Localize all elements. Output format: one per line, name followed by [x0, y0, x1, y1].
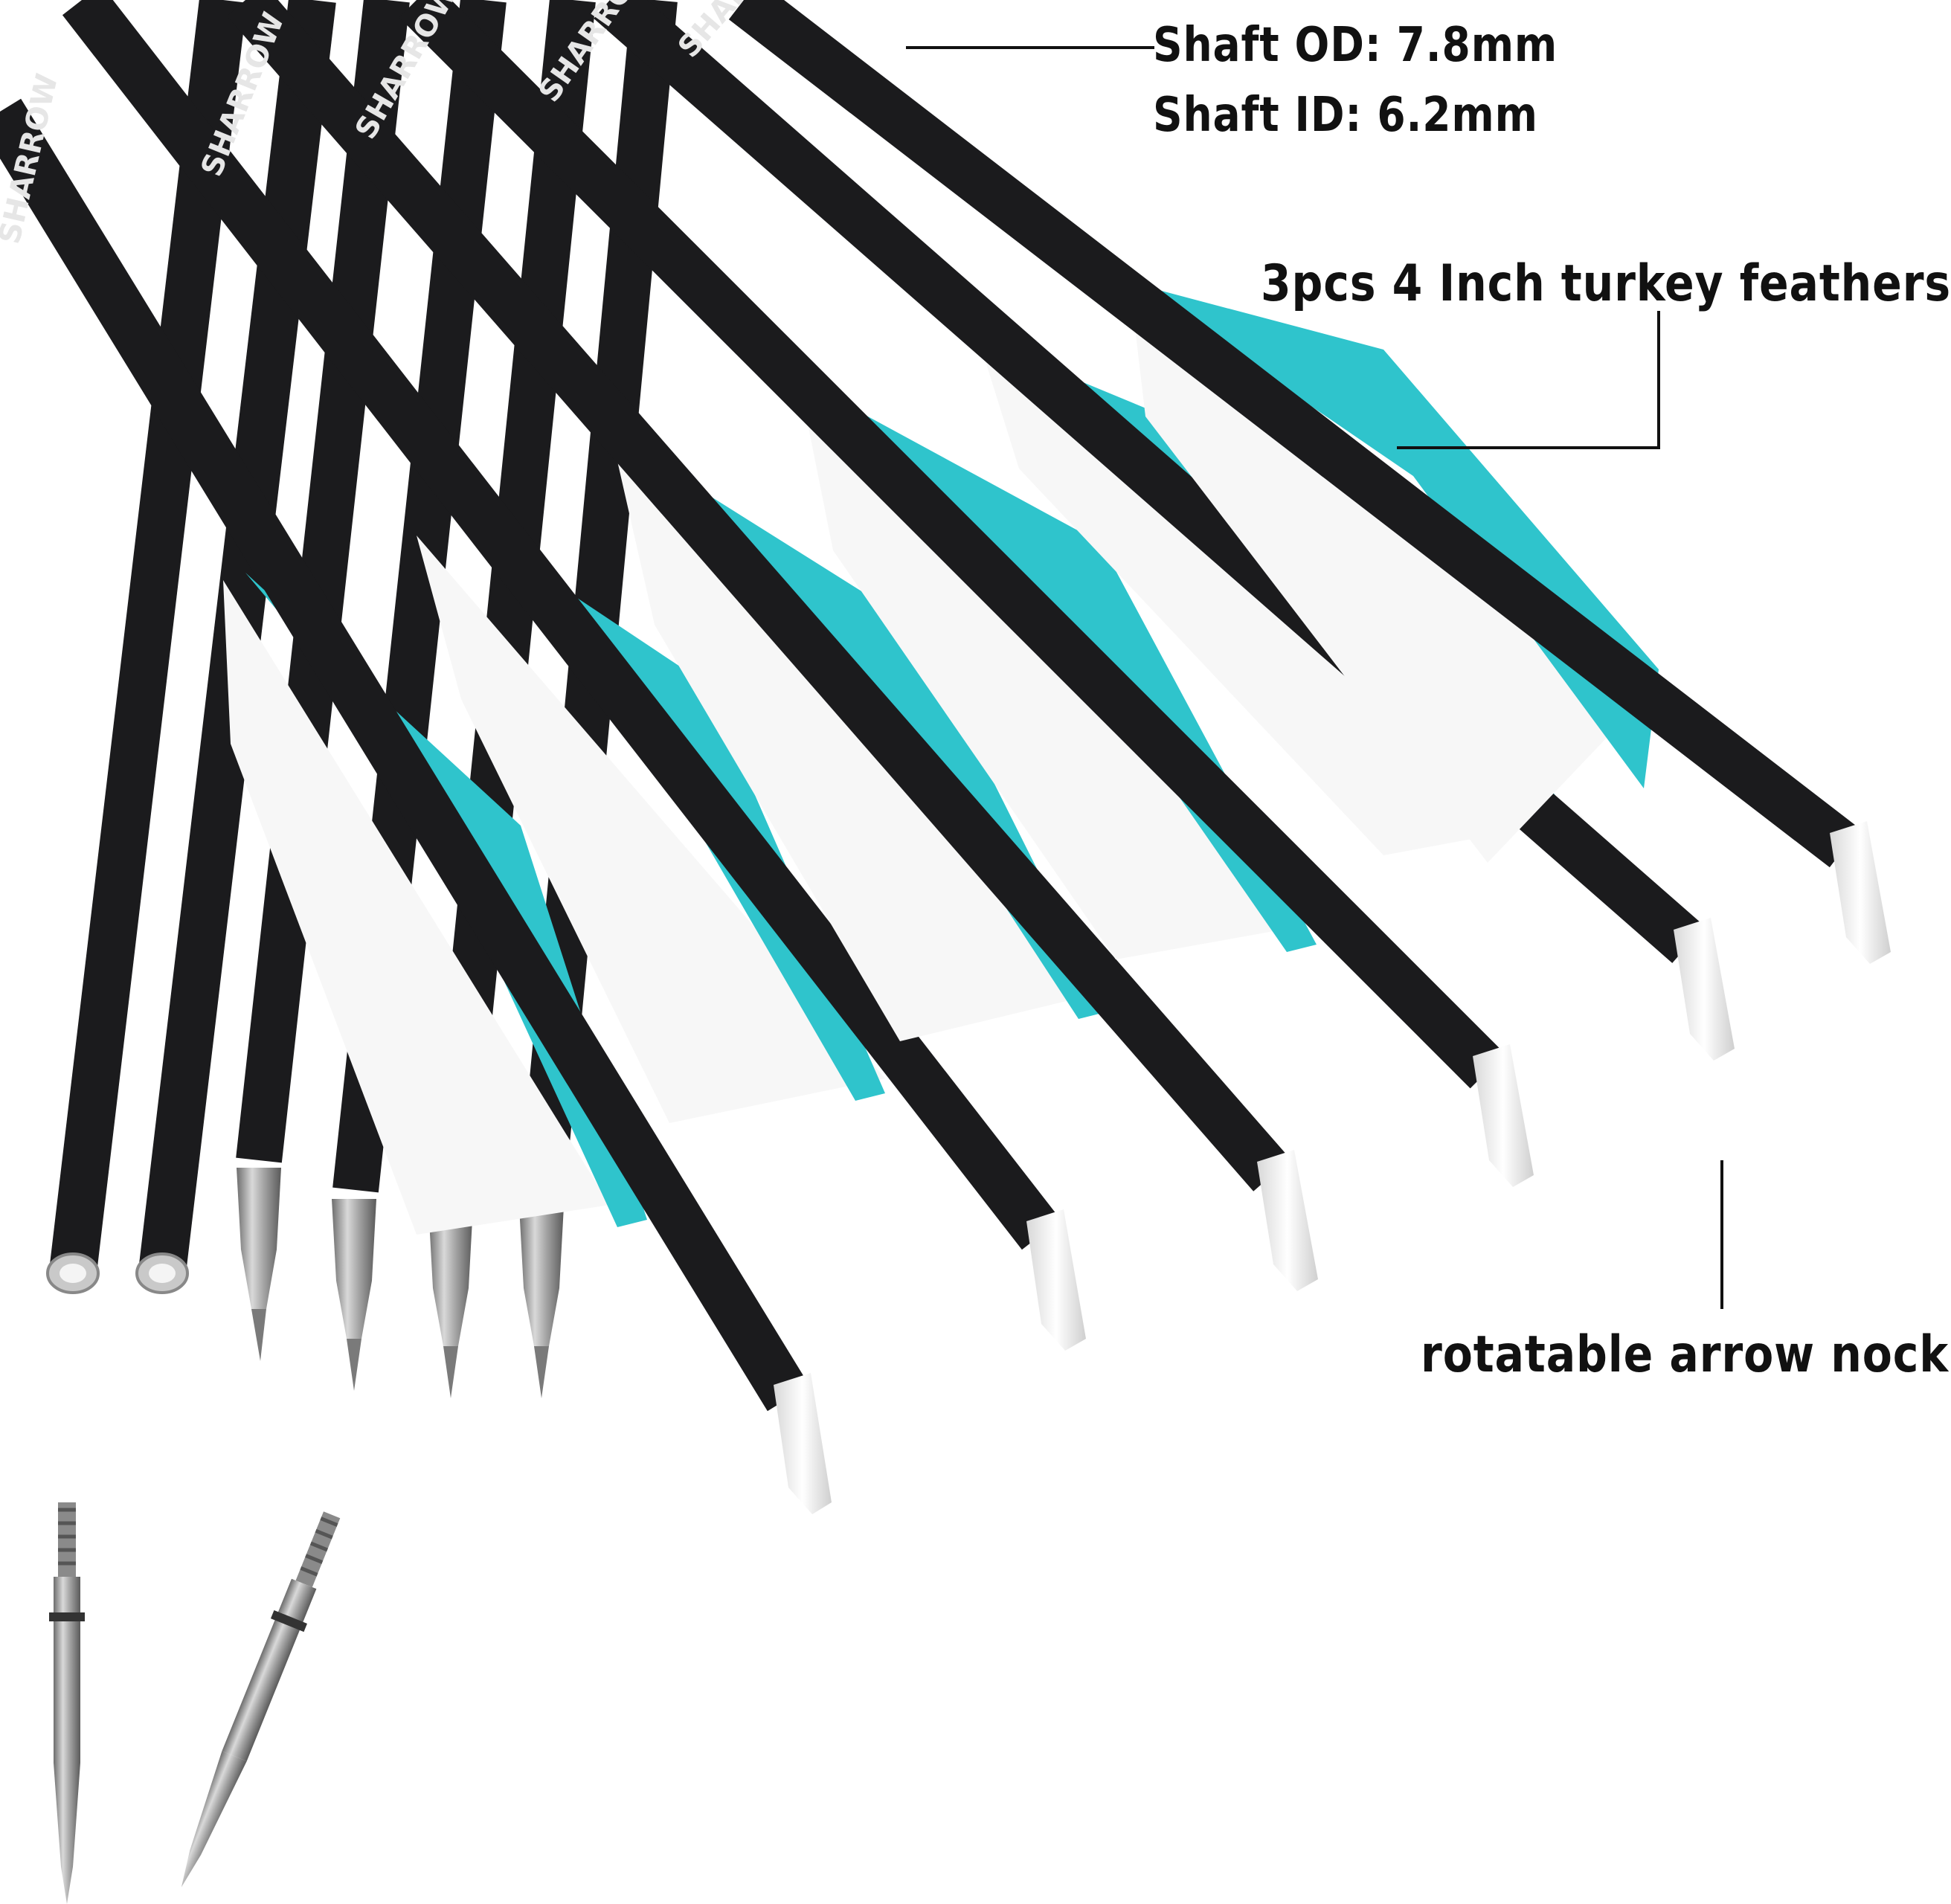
fletched-arrow-6 — [728, 0, 1891, 964]
feathers-leader — [1397, 311, 1660, 449]
fletched-arrows — [0, 0, 1891, 1514]
shaft-od-label: Shaft OD: 7.8mm — [1153, 18, 1558, 73]
callout-lines — [906, 46, 1723, 1309]
open-insert-shaft-1 — [46, 0, 247, 1294]
fletched-arrow-3 — [227, 0, 1318, 1291]
shaft-id-label: Shaft ID: 6.2mm — [1153, 88, 1538, 143]
screw-in-points — [49, 1502, 341, 1904]
arrows-product-photo: SHARROW SHARROW SHARROW SHARROW SHARROW — [0, 0, 1891, 1904]
fletched-arrow-4 — [399, 0, 1534, 1187]
fletched-arrow-1 — [0, 98, 832, 1514]
screw-in-point-1 — [49, 1502, 85, 1904]
screw-in-point-2 — [181, 1511, 341, 1888]
nock-label: rotatable arrow nock — [1421, 1325, 1950, 1384]
fletched-arrow-2 — [62, 0, 1086, 1351]
feathers-label: 3pcs 4 Inch turkey feathers — [1261, 254, 1951, 313]
field-point-shaft-1 — [236, 0, 410, 1361]
